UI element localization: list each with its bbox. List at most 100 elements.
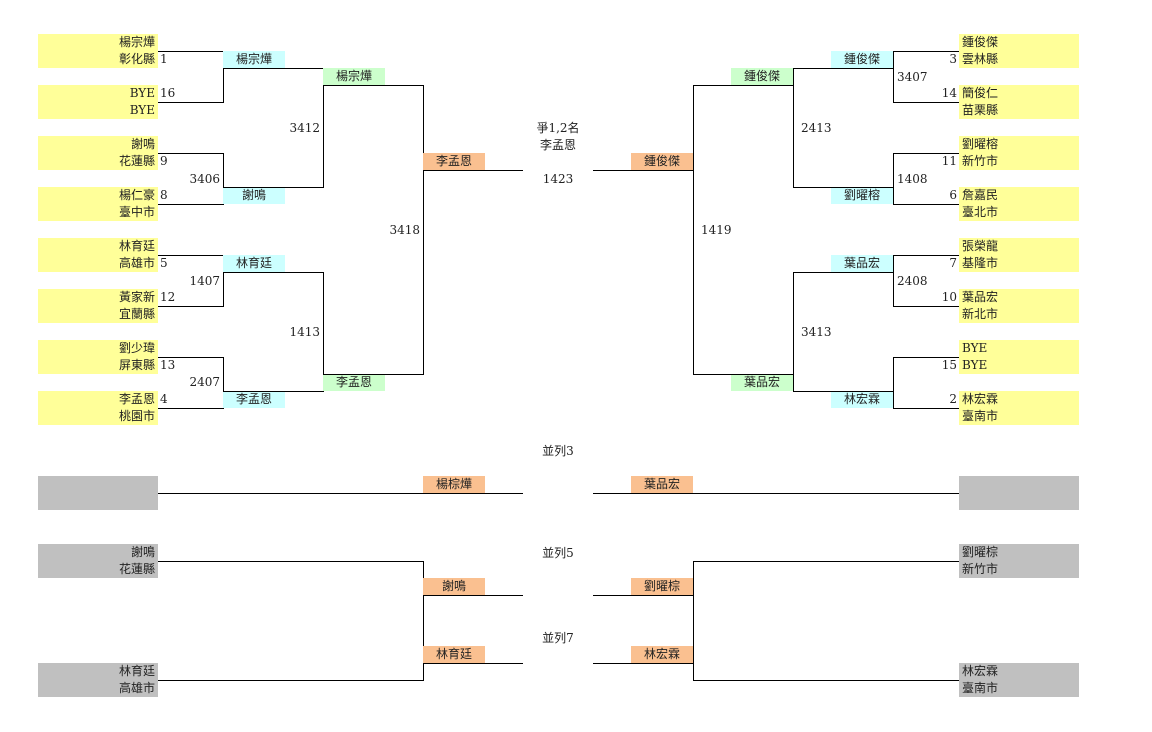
bracket-line (893, 153, 959, 154)
bracket-line (158, 561, 423, 562)
bracket-line (323, 374, 423, 375)
bracket-line (893, 357, 959, 358)
entry-name: BYE (129, 86, 155, 100)
entry-county: 屏東縣 (118, 358, 155, 372)
entry-county: 臺中市 (118, 205, 155, 219)
third-place-entry-right (959, 476, 1079, 510)
bracket-line (693, 374, 793, 375)
player-entry-right: 葉品宏新北市 (959, 289, 1079, 323)
bracket-line (593, 663, 693, 664)
bracket-line (893, 255, 959, 256)
seventh-place-title: 並列7 (542, 631, 574, 645)
match-code: 2413 (801, 121, 832, 135)
entry-county: 桃園市 (118, 409, 155, 423)
seed-number: 3 (949, 52, 957, 66)
entry-county: BYE (129, 103, 155, 117)
bracket-line (223, 51, 224, 103)
bracket-line (223, 153, 224, 205)
entry-county: 新竹市 (962, 562, 999, 576)
match-code: 3413 (801, 325, 832, 339)
seed-number: 12 (160, 290, 176, 304)
round1-winner-tag: 林宏霖 (831, 391, 893, 408)
entry-name: 林育廷 (118, 664, 155, 678)
bracket-line (158, 493, 523, 494)
entry-name: 林宏霖 (962, 664, 999, 678)
player-entry-right: 鍾俊傑雲林縣 (959, 34, 1079, 68)
player-entry-left: 謝鳴花蓮縣 (38, 136, 158, 170)
seed-number: 2 (949, 392, 957, 406)
bracket-line (423, 595, 523, 596)
bracket-line (158, 102, 223, 103)
entry-name: 葉品宏 (962, 290, 999, 304)
match-code: 2408 (897, 274, 928, 288)
match-code: 3412 (289, 121, 320, 135)
bracket-line (223, 187, 323, 188)
bracket-line (158, 51, 223, 52)
entry-county: 苗栗縣 (962, 103, 999, 117)
bracket-line (323, 85, 423, 86)
round1-winner-tag: 謝鳴 (223, 187, 285, 204)
match-code: 3406 (189, 172, 220, 186)
bracket-line (893, 255, 894, 307)
bracket-line (323, 272, 324, 392)
seed-number: 6 (949, 188, 957, 202)
player-entry-left: 黃家新宜蘭縣 (38, 289, 158, 323)
bracket-line (158, 306, 223, 307)
bracket-line (593, 493, 959, 494)
bracket-line (423, 663, 523, 664)
match-code: 1419 (701, 223, 732, 237)
bracket-line (693, 85, 793, 86)
player-entry-left: 楊宗燁彰化縣 (38, 34, 158, 68)
entry-county: 臺南市 (962, 409, 999, 423)
entry-name: BYE (962, 341, 988, 355)
seed-number: 15 (941, 358, 957, 372)
fifth-place-entry-right: 劉曜棕新竹市 (959, 544, 1079, 578)
seventh-place-tag-left: 林育廷 (423, 646, 485, 663)
seed-number: 11 (941, 154, 957, 168)
third-place-entry-left (38, 476, 158, 510)
bracket-line (793, 272, 794, 392)
bracket-line (158, 204, 223, 205)
seed-number: 8 (160, 188, 168, 202)
bracket-line (893, 153, 894, 205)
entry-name: 簡俊仁 (962, 86, 999, 100)
bracket-line (223, 357, 224, 409)
round1-winner-tag: 葉品宏 (831, 255, 893, 272)
bracket-line (593, 595, 693, 596)
bracket-line (793, 391, 893, 392)
bracket-line (793, 187, 893, 188)
player-entry-right: BYE BYE (959, 340, 1079, 374)
entry-name: 劉曜榕 (962, 137, 999, 151)
seed-number: 9 (160, 154, 168, 168)
seed-number: 13 (160, 358, 176, 372)
entry-county: 雲林縣 (962, 52, 999, 66)
final-match-code: 1423 (542, 172, 574, 186)
entry-name: 楊仁豪 (118, 188, 155, 202)
player-entry-right: 劉曜榕新竹市 (959, 136, 1079, 170)
seed-number: 5 (160, 256, 168, 270)
third-place-tag-left: 楊棕燁 (423, 476, 485, 493)
player-entry-right: 張榮龍基隆市 (959, 238, 1079, 272)
bracket-line (693, 85, 694, 375)
match-code: 3418 (389, 223, 420, 237)
bracket-line (423, 85, 424, 375)
round1-winner-tag: 劉曜榕 (831, 187, 893, 204)
entry-county: 花蓮縣 (118, 154, 155, 168)
bracket-line (323, 68, 324, 188)
entry-county: 彰化縣 (118, 52, 155, 66)
seed-number: 10 (941, 290, 957, 304)
seventh-place-tag-right: 林宏霖 (631, 646, 693, 663)
bracket-line (158, 408, 223, 409)
entry-name: 劉少瑋 (118, 341, 155, 355)
bracket-line (693, 561, 694, 681)
fifth-place-entry-left: 謝鳴花蓮縣 (38, 544, 158, 578)
bracket-line (893, 306, 959, 307)
entry-county: BYE (962, 358, 988, 372)
entry-name: 張榮龍 (962, 239, 999, 253)
round1-winner-tag: 林育廷 (223, 255, 285, 272)
third-place-tag-right: 葉品宏 (631, 476, 693, 493)
bracket-line (793, 272, 893, 273)
match-code: 3407 (897, 70, 928, 84)
bracket-line (158, 357, 223, 358)
fifth-place-title: 並列5 (542, 546, 574, 560)
